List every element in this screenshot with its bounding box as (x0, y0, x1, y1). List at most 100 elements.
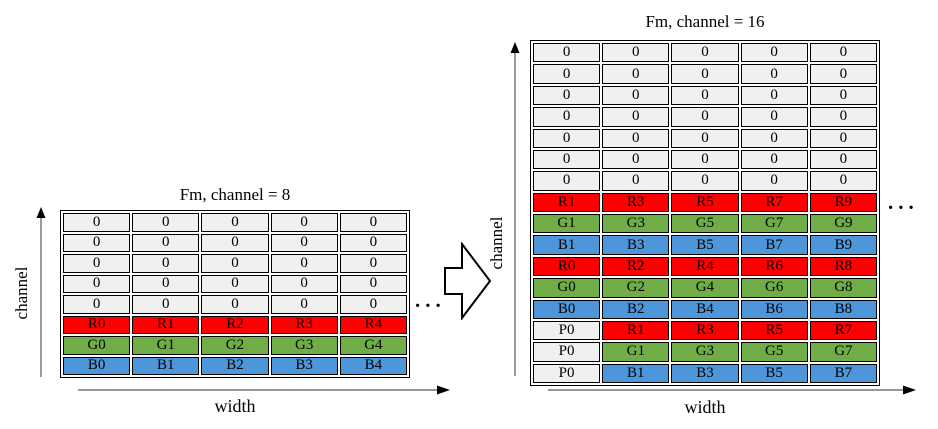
matrix-cell: 0 (671, 64, 739, 84)
matrix-cell: 0 (132, 295, 200, 314)
matrix-cell: 0 (740, 149, 808, 170)
matrix-cell: G5 (671, 214, 739, 234)
matrix-cell: B5 (740, 363, 808, 383)
matrix-cell: R1 (602, 320, 670, 341)
matrix-cell: 0 (533, 85, 601, 106)
matrix-cell: 0 (602, 43, 670, 63)
matrix-cell: P0 (533, 320, 601, 341)
matrix-cell: 0 (201, 254, 269, 273)
matrix-cell: 0 (602, 171, 670, 191)
matrix-cell: 0 (740, 43, 808, 63)
matrix-cell: 0 (63, 274, 131, 293)
matrix-cell: R5 (740, 320, 808, 341)
matrix-cell: R3 (671, 320, 739, 341)
matrix-cell: 0 (63, 213, 131, 232)
matrix-cell: B2 (602, 299, 670, 319)
matrix-cell: G7 (809, 342, 877, 362)
matrix-cell: B1 (132, 356, 200, 375)
matrix-cell: B3 (602, 235, 670, 255)
matrix-cell: 0 (533, 64, 601, 84)
matrix-cell: G1 (533, 214, 601, 234)
matrix-cell: G3 (671, 342, 739, 362)
matrix-cell: B3 (671, 363, 739, 383)
matrix-cell: R1 (533, 192, 601, 212)
matrix-cell: 0 (809, 85, 877, 106)
matrix-cell: 0 (740, 64, 808, 84)
matrix-cell: 0 (270, 213, 338, 232)
left-channel-axis-label: channel (12, 266, 31, 320)
matrix-cell: G9 (809, 214, 877, 234)
matrix-cell: B4 (339, 356, 407, 375)
matrix-cell: R8 (809, 256, 877, 277)
matrix-cell: G4 (671, 278, 739, 298)
matrix-cell: B5 (671, 235, 739, 255)
matrix-cell: 0 (602, 107, 670, 127)
matrix-cell: 0 (132, 233, 200, 252)
matrix-cell: 0 (63, 233, 131, 252)
matrix-cell: 0 (533, 149, 601, 170)
matrix-cell: G1 (132, 336, 200, 355)
matrix-cell: 0 (809, 149, 877, 170)
matrix-cell: B4 (671, 299, 739, 319)
matrix-cell: 0 (201, 295, 269, 314)
left-ellipsis: ... (415, 288, 446, 312)
matrix-cell: P0 (533, 363, 601, 383)
matrix-cell: 0 (339, 213, 407, 232)
matrix-cell: 0 (201, 274, 269, 293)
matrix-cell: G2 (201, 336, 269, 355)
matrix-cell: 0 (602, 85, 670, 106)
matrix-cell: 0 (671, 128, 739, 148)
right-ellipsis: ... (888, 190, 919, 214)
matrix-cell: 0 (132, 213, 200, 232)
matrix-cell: 0 (533, 128, 601, 148)
matrix-cell: B0 (533, 299, 601, 319)
matrix-cell: B1 (533, 235, 601, 255)
matrix-cell: 0 (671, 85, 739, 106)
matrix-cell: R7 (740, 192, 808, 212)
matrix-cell: R4 (339, 315, 407, 334)
matrix-cell: G6 (740, 278, 808, 298)
matrix-cell: G8 (809, 278, 877, 298)
matrix-cell: 0 (270, 254, 338, 273)
left-width-axis-label: width (214, 396, 256, 416)
matrix-cell: 0 (270, 274, 338, 293)
matrix-cell: 0 (671, 107, 739, 127)
matrix-cell: R9 (809, 192, 877, 212)
matrix-cell: 0 (809, 107, 877, 127)
matrix-cell: 0 (602, 149, 670, 170)
left-channel-axis-arrow-icon (36, 207, 46, 377)
right-channel-axis-arrow-icon (510, 42, 520, 376)
matrix-cell: 0 (132, 254, 200, 273)
matrix-cell: G1 (602, 342, 670, 362)
matrix-cell: R3 (270, 315, 338, 334)
matrix-cell: 0 (201, 233, 269, 252)
matrix-cell: 0 (809, 128, 877, 148)
matrix-cell: 0 (740, 107, 808, 127)
matrix-cell: 0 (740, 85, 808, 106)
matrix-cell: B6 (740, 299, 808, 319)
matrix-cell: R6 (740, 256, 808, 277)
matrix-cell: R2 (602, 256, 670, 277)
matrix-cell: R1 (132, 315, 200, 334)
matrix-cell: G0 (63, 336, 131, 355)
matrix-cell: 0 (809, 64, 877, 84)
